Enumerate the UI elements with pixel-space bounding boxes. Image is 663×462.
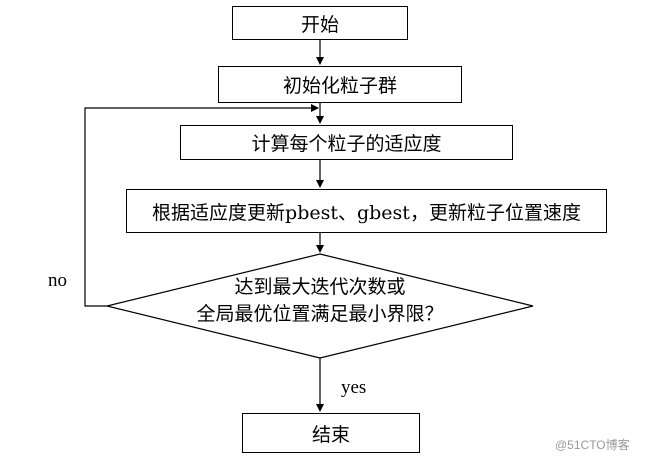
watermark: @51CTO博客 [555,438,630,452]
init-node: 初始化粒子群 [218,66,462,103]
end-node: 结束 [242,413,420,453]
fitness-node: 计算每个粒子的适应度 [180,125,513,160]
no-label: no [48,270,67,291]
decision-text-line2: 全局最优位置满足最小界限？ [196,303,444,325]
loop-back-line [84,104,319,307]
start-node: 开始 [232,6,408,40]
yes-label: yes [341,377,367,398]
decision-text-line1: 达到最大迭代次数或 [234,276,406,298]
update-node: 根据适应度更新pbest、gbest，更新粒子位置速度 [126,189,607,233]
